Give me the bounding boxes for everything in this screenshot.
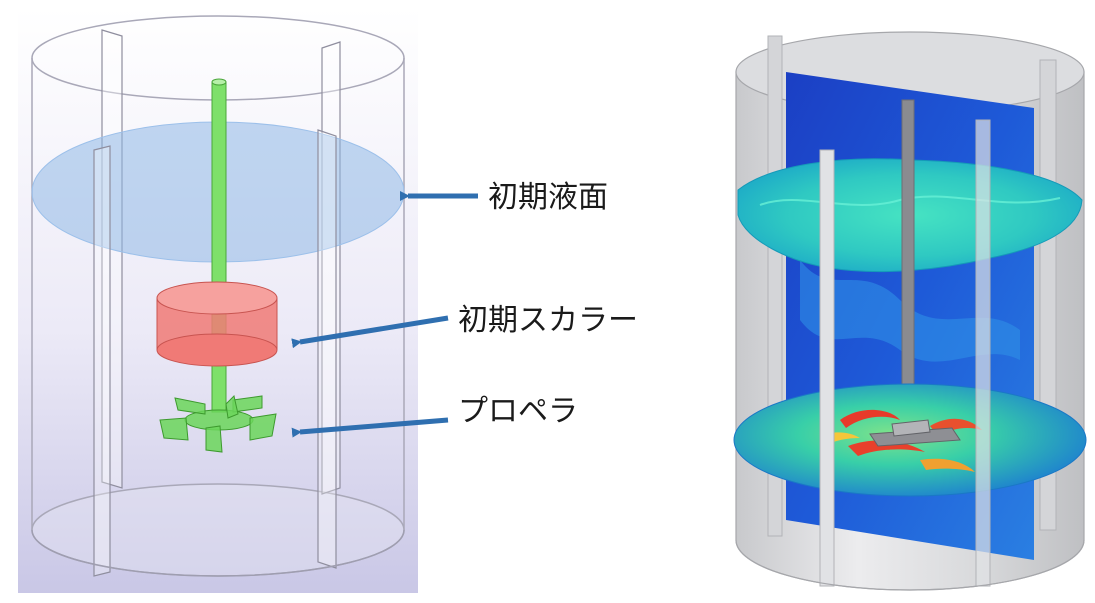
sim-tank-front-bottom-rim — [735, 539, 1085, 591]
label-initial-scalar: 初期スカラー — [458, 303, 638, 338]
label-initial-liquid-surface: 初期液面 — [488, 180, 608, 215]
baffle-front-left — [93, 145, 111, 577]
sim-surface-ripple — [759, 195, 1061, 206]
baffle-front-right — [317, 129, 337, 569]
arrow-propeller — [291, 417, 449, 438]
shaft-top — [211, 78, 227, 86]
initial-scalar-region — [156, 281, 278, 367]
tank-front-bottom-rim — [31, 529, 405, 577]
annotation-labels: 初期液面 初期スカラー プロペラ — [458, 180, 638, 429]
annotation-arrows — [291, 191, 478, 438]
sim-impeller — [869, 419, 961, 447]
sim-baffle-front-right — [975, 119, 991, 587]
label-propeller: プロペラ — [458, 394, 578, 429]
setup-schematic — [18, 8, 418, 593]
sim-baffle-front-left — [819, 149, 835, 587]
simulation-render — [733, 31, 1087, 591]
arrow-initial-scalar — [291, 315, 449, 349]
propeller-model — [159, 395, 277, 453]
